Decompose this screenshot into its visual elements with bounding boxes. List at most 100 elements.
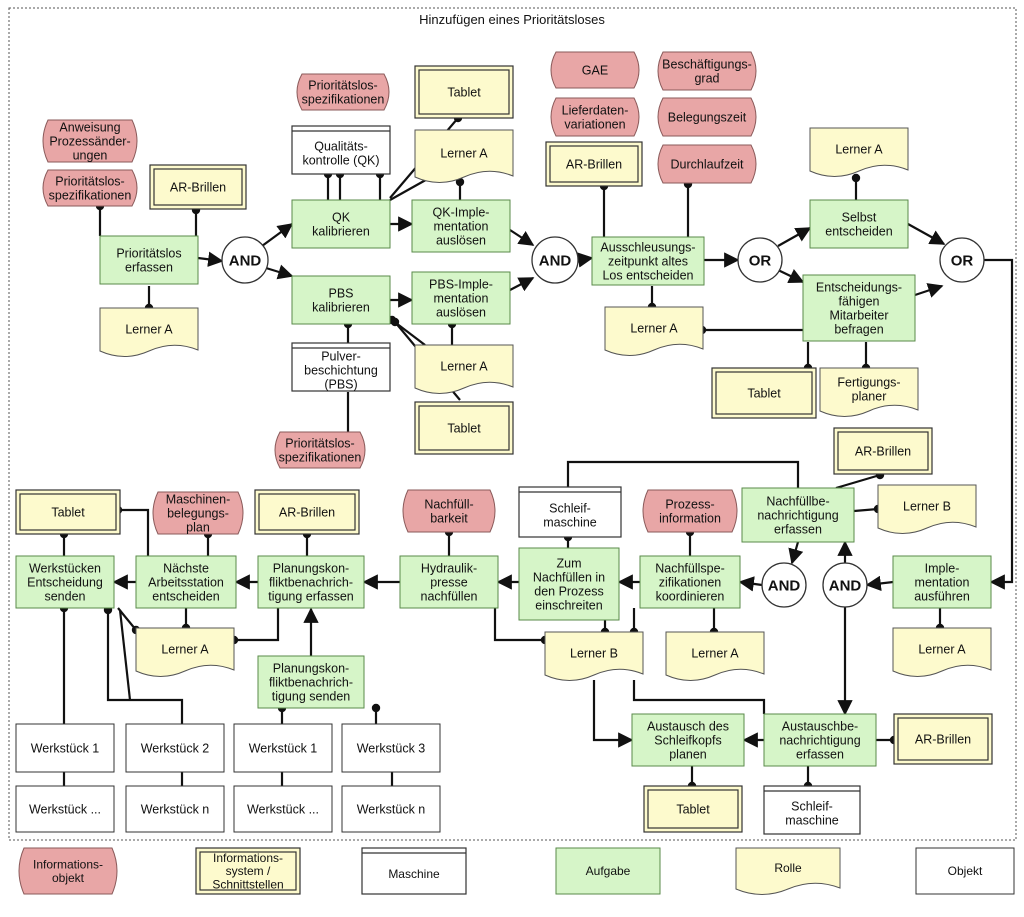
node-op-and-4: AND <box>822 562 868 608</box>
legend-label: Maschine <box>388 867 440 881</box>
node-role-role-lerner-a3: Lerner A <box>414 344 514 394</box>
operator-label: AND <box>229 253 262 270</box>
connector-or_1-task_selbst <box>777 227 812 247</box>
node-label: AR-Brillen <box>170 180 226 194</box>
connector-task_pbs_impl-and_2 <box>509 277 535 292</box>
connector-and_3-task_nachf_spez <box>738 576 763 592</box>
node-label: Lerner B <box>903 499 951 513</box>
connector-and_1-task_pbs_kal <box>265 264 294 280</box>
connector-and_2-task_ausschleusung <box>577 252 594 268</box>
node-role-role-lerner-a8: Lerner A <box>892 627 992 677</box>
node-info-info-maschinen: Maschinen-belegungs-plan <box>152 491 244 535</box>
connector-dot <box>390 317 400 327</box>
legend-label: Aufgabe <box>586 864 631 878</box>
legend-item-system: Informations-system /Schnittstellen <box>195 847 301 895</box>
node-label: Werkstück n <box>357 802 426 816</box>
node-op-and-2: AND <box>531 236 579 284</box>
operator-label: OR <box>749 253 772 270</box>
node-label: Tablet <box>447 85 481 99</box>
node-label: Werkstück ... <box>29 802 101 816</box>
node-role-role-lerner-a1: Lerner A <box>99 307 199 357</box>
node-label: Pulver-beschichtung(PBS) <box>304 349 378 391</box>
node-label: Maschinen-belegungs-plan <box>166 492 231 534</box>
node-machine-machine-schleif-2: Schleif-maschine <box>763 785 861 835</box>
node-info-info-belegung: Belegungszeit <box>657 97 757 137</box>
node-label: Werkstück 3 <box>357 741 426 755</box>
legend-item-machine: Maschine <box>361 847 467 895</box>
node-label: Werkstück 1 <box>31 741 100 755</box>
connector-task_werkstuecken-obj_ws2 <box>106 610 184 724</box>
node-info-info-prio-spez-1: Prioritätslos-spezifikationen <box>42 169 138 207</box>
node-label: Lieferdaten-variationen <box>562 103 629 131</box>
legend: Informations-objekt Informations-system /… <box>18 847 1015 895</box>
node-system-sys-tablet-4: Tablet <box>15 489 121 535</box>
legend-label: Informations-system /Schnittstellen <box>212 851 283 892</box>
node-label: Qualitäts-kontrolle (QK) <box>302 139 379 167</box>
node-info-info-prio-spez-2: Prioritätslos-spezifikationen <box>296 73 390 111</box>
node-label: AR-Brillen <box>279 505 335 519</box>
connector-or_2-task_impl_ausf <box>984 258 1014 590</box>
node-label: Fertigungs-planer <box>837 375 900 403</box>
node-label: GAE <box>582 63 608 77</box>
legend-item-role: Rolle <box>735 847 841 895</box>
node-label: Planungskon-fliktbenachrich-tigung erfas… <box>268 561 354 603</box>
connector-task_naechste-obj_ws2 <box>118 609 132 701</box>
operator-label: AND <box>539 253 572 270</box>
node-label: Lerner A <box>125 322 173 336</box>
node-system-sys-tablet-3: Tablet <box>711 367 817 419</box>
node-info-info-prio-spez-3: Prioritätslos-spezifikationen <box>274 431 366 469</box>
node-role-role-lerner-b2: Lerner B <box>544 631 644 681</box>
node-info-info-prozess: Prozess-information <box>642 489 738 533</box>
node-label: Lerner A <box>630 321 678 335</box>
node-label: Prioritätslos-spezifikationen <box>302 78 385 106</box>
node-system-sys-ar-3: AR-Brillen <box>833 427 933 475</box>
node-label: Schleif-maschine <box>543 501 597 529</box>
connector-dot <box>371 703 381 713</box>
node-role-role-lerner-a7: Lerner A <box>665 631 765 681</box>
node-label: Beschäftigungs-grad <box>662 57 752 85</box>
node-role-role-lerner-b1: Lerner B <box>877 484 977 534</box>
legend-item-info: Informations-objekt <box>18 847 118 895</box>
node-label: Lerner A <box>440 359 488 373</box>
node-object-obj-ws1a: Werkstück 1 <box>15 723 115 773</box>
node-label: Planungskon-fliktbenachrich-tigung sende… <box>269 661 353 703</box>
node-info-info-liefer: Lieferdaten-variationen <box>550 97 640 137</box>
node-info-info-gae: GAE <box>550 51 640 89</box>
node-role-role-lerner-a5: Lerner A <box>809 127 909 177</box>
node-object-obj-wsn-a: Werkstück n <box>125 785 225 833</box>
node-system-sys-ar-2: AR-Brillen <box>545 141 643 187</box>
node-task-task-plan-senden: Planungskon-fliktbenachrich-tigung sende… <box>257 655 365 709</box>
node-op-or-1: OR <box>737 237 783 283</box>
connector-sys_ar_3-task_nachfuellbe <box>835 473 881 490</box>
connector-task_impl_ausf-and_4 <box>865 575 894 592</box>
node-op-and-3: AND <box>761 562 807 608</box>
node-label: Tablet <box>447 421 481 435</box>
node-op-or-2: OR <box>939 237 985 283</box>
legend-label: Informations-objekt <box>33 858 103 885</box>
node-role-role-lerner-a2: Lerner A <box>414 129 514 183</box>
connector-or_1-task_befragen <box>777 269 805 283</box>
node-object-obj-wsn-b: Werkstück n <box>341 785 441 833</box>
